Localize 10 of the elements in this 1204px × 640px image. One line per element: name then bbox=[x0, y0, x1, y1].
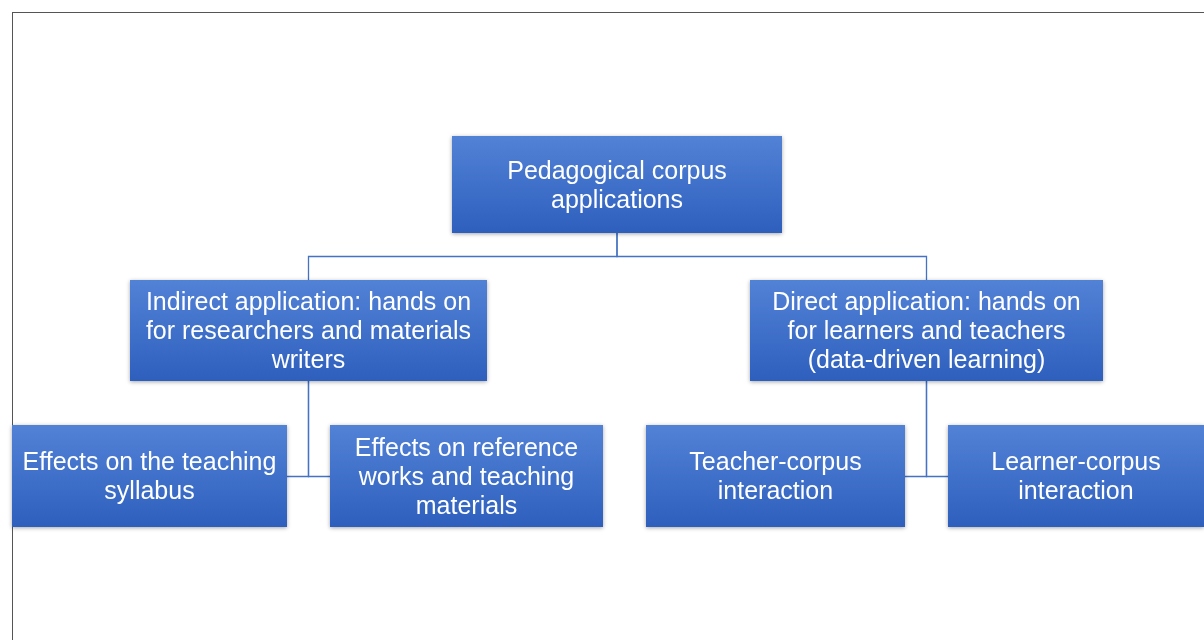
process-box: Learner-corpus interaction bbox=[948, 425, 1204, 527]
connector-line bbox=[307, 380, 331, 478]
connector-line bbox=[616, 232, 928, 281]
process-box: Effects on reference works and teaching materials bbox=[330, 425, 603, 527]
process-box: Indirect application: hands on for researchers and materials writers bbox=[130, 280, 487, 381]
process-box: Teacher-corpus interaction bbox=[646, 425, 905, 527]
process-box: Direct application: hands on for learners and teachers (data-driven learning) bbox=[750, 280, 1103, 381]
connector-line bbox=[925, 380, 949, 478]
process-box: Pedagogical corpus applications bbox=[452, 136, 782, 233]
process-box: Effects on the teaching syllabus bbox=[12, 425, 287, 527]
